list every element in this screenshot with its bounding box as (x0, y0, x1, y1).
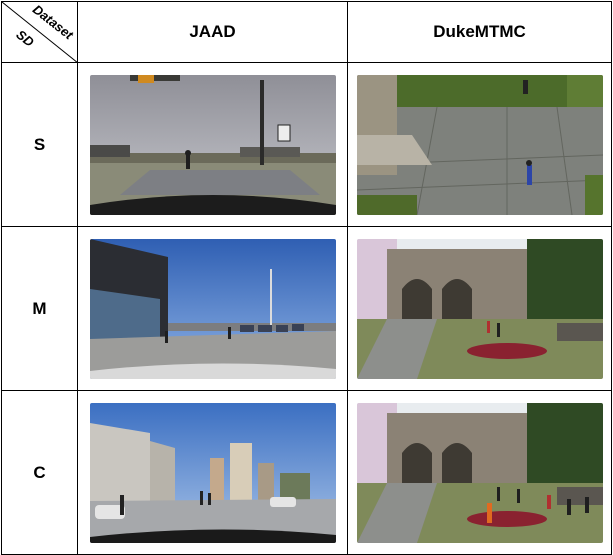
cell-dukemtmc-s (347, 62, 612, 227)
row-label-m: M (1, 226, 78, 391)
cell-dukemtmc-c (347, 390, 612, 555)
corner-diagonal: Dataset SD (2, 2, 78, 63)
dukemtmc-s-image (356, 74, 603, 215)
corner-cell: Dataset SD (1, 1, 78, 63)
cell-jaad-s (77, 62, 348, 227)
table-row: M (1, 226, 612, 391)
dukemtmc-m-image (356, 238, 603, 379)
row-label-c: C (1, 390, 78, 555)
corner-sd-label: SD (13, 27, 37, 50)
header-row: Dataset SD JAAD DukeMTMC (1, 1, 612, 63)
jaad-c-image (89, 402, 336, 543)
table-row: C (1, 390, 612, 555)
cell-dukemtmc-m (347, 226, 612, 391)
dukemtmc-c-image (356, 402, 603, 543)
table-row: S (1, 62, 612, 227)
column-header-jaad: JAAD (77, 1, 348, 63)
corner-dataset-label: Dataset (30, 2, 77, 43)
column-header-dukemtmc: DukeMTMC (347, 1, 612, 63)
jaad-s-image (89, 74, 336, 215)
row-label-s: S (1, 62, 78, 227)
jaad-m-image (89, 238, 336, 379)
cell-jaad-c (77, 390, 348, 555)
cell-jaad-m (77, 226, 348, 391)
